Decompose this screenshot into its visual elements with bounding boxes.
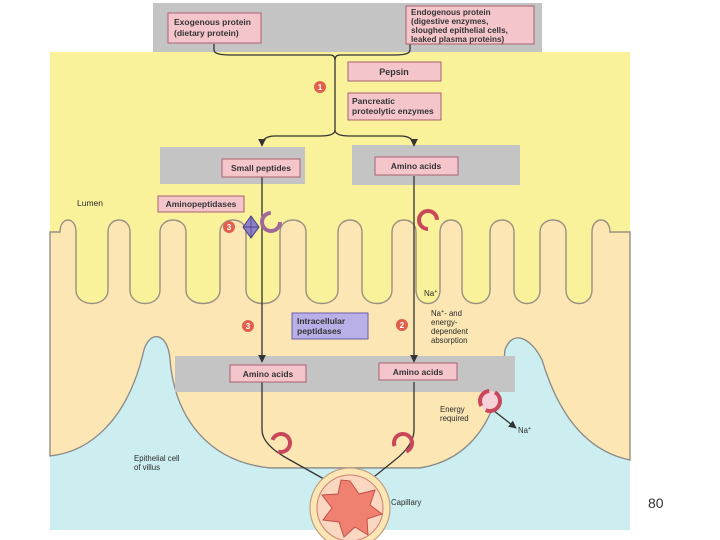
- svg-text:absorption: absorption: [431, 336, 467, 345]
- energy-required-label: Energy required: [440, 405, 469, 423]
- svg-text:energy-: energy-: [431, 318, 458, 327]
- svg-text:1: 1: [318, 83, 323, 92]
- step-3-badge-top: 3: [223, 221, 235, 233]
- pancreatic-enzymes-box: Pancreatic proteolytic enzymes: [347, 92, 442, 121]
- endogenous-protein-box: Endogenous protein (digestive enzymes, s…: [405, 5, 535, 45]
- amino-acids-right-label: Amino acids: [393, 367, 444, 377]
- epithelial-cell-label: Epithelial cell of villus: [134, 454, 180, 472]
- sodium-label: Na+: [424, 289, 437, 298]
- pancreatic-line-1: Pancreatic: [352, 96, 395, 106]
- step-3-badge-bottom: 3: [242, 320, 254, 332]
- flow-lines: [213, 44, 517, 489]
- exogenous-protein-box: Exogenous protein (dietary protein): [167, 12, 262, 44]
- step-1-badge: 1: [314, 81, 326, 93]
- capillary-icon: [309, 467, 391, 540]
- sodium-absorption-label: Na+- and energy- dependent absorption: [431, 309, 469, 345]
- sodium-out-label: Na+: [518, 426, 531, 435]
- aminopeptidases-box: Aminopeptidases: [157, 195, 245, 213]
- intracellular-line-2: peptidases: [297, 326, 342, 336]
- amino-acids-left-box: Amino acids: [229, 364, 307, 383]
- endogenous-line-2: (digestive enzymes,: [411, 17, 488, 26]
- svg-text:dependent: dependent: [431, 327, 469, 336]
- svg-text:2: 2: [400, 321, 405, 330]
- intracellular-peptidases-box: Intracellular peptidases: [291, 312, 369, 340]
- basolateral-transporter-icon-right: [392, 432, 414, 454]
- page-number: 80: [648, 495, 664, 511]
- aminopeptidase-enzyme-icon: [242, 215, 260, 239]
- pancreatic-line-2: proteolytic enzymes: [352, 106, 434, 116]
- basolateral-transporter-icon-left: [270, 432, 292, 454]
- small-peptides-box: Small peptides: [221, 158, 301, 178]
- capillary-label: Capillary: [391, 498, 421, 507]
- svg-text:Energy: Energy: [440, 405, 465, 414]
- membrane-transporter-icon-right: [417, 209, 439, 231]
- membrane-transporter-icon-left: [260, 211, 282, 233]
- amino-acids-top-box: Amino acids: [374, 156, 459, 176]
- sodium-pump-icon: [478, 389, 502, 413]
- aminopeptidases-label: Aminopeptidases: [166, 199, 237, 209]
- step-2-badge: 2: [396, 319, 408, 331]
- svg-text:3: 3: [246, 322, 251, 331]
- pepsin-box: Pepsin: [347, 61, 442, 82]
- lumen-label: Lumen: [77, 198, 103, 208]
- svg-text:3: 3: [227, 223, 232, 232]
- pepsin-label: Pepsin: [379, 67, 409, 77]
- intracellular-line-1: Intracellular: [297, 316, 346, 326]
- small-peptides-label: Small peptides: [231, 163, 291, 173]
- endogenous-line-3: sloughed epithelial cells,: [411, 26, 508, 35]
- svg-text:Epithelial cell: Epithelial cell: [134, 454, 180, 463]
- svg-text:of villus: of villus: [134, 463, 160, 472]
- amino-acids-right-box: Amino acids: [378, 362, 458, 381]
- endogenous-line-4: leaked plasma proteins): [411, 35, 505, 44]
- amino-acids-left-label: Amino acids: [243, 369, 294, 379]
- svg-text:Na+- and: Na+- and: [431, 309, 462, 318]
- svg-text:required: required: [440, 414, 469, 423]
- blood-region: [50, 336, 630, 530]
- exogenous-line-1: Exogenous protein: [174, 17, 251, 27]
- amino-acids-top-label: Amino acids: [391, 161, 442, 171]
- endogenous-line-1: Endogenous protein: [411, 8, 491, 17]
- exogenous-line-2: (dietary protein): [174, 28, 239, 38]
- cell-band: [175, 356, 515, 392]
